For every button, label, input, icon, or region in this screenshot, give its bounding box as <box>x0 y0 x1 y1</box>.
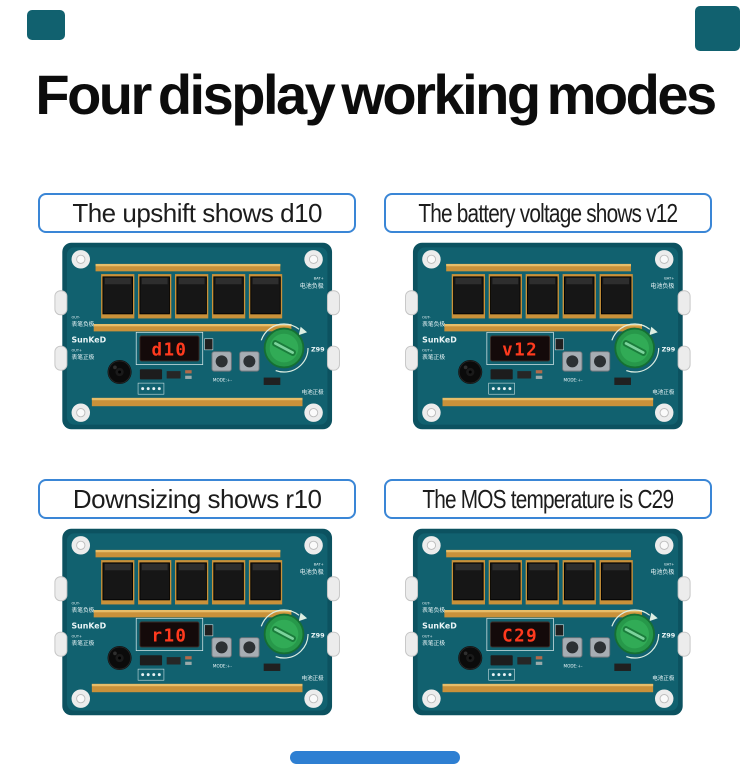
led-display-value: C29 <box>503 626 539 646</box>
page-title: Four display working modes <box>35 63 717 126</box>
pcb-photo-battery-voltage: v12 <box>404 241 692 431</box>
panel-upshift: The upshift shows d10 d10 <box>38 193 357 433</box>
decor-chip-left <box>27 10 65 40</box>
panel-label-text: The battery voltage shows v12 <box>418 197 679 228</box>
panel-label-battery-voltage: The battery voltage shows v12 <box>384 193 712 233</box>
pcb-photo-downsizing: r10 <box>53 527 341 717</box>
panel-downsizing: Downsizing shows r10 r10 <box>38 479 357 719</box>
panel-battery-voltage: The battery voltage shows v12 v12 <box>384 193 712 433</box>
led-display-value: d10 <box>152 340 188 360</box>
pcb-photo-upshift: d10 <box>53 241 341 431</box>
panel-label-mos-temperature: The MOS temperature is C29 <box>384 479 712 519</box>
led-display-value: v12 <box>503 340 539 360</box>
panels-grid: The upshift shows d10 d10 The battery vo… <box>0 193 750 719</box>
bottom-divider <box>290 751 460 764</box>
panel-label-text: The upshift shows d10 <box>72 197 322 228</box>
pcb-photo-mos-temperature: C29 <box>404 527 692 717</box>
panel-label-upshift: The upshift shows d10 <box>38 193 357 233</box>
panel-label-text: Downsizing shows r10 <box>72 483 322 514</box>
panel-label-text: The MOS temperature is C29 <box>422 483 675 514</box>
led-display-value: r10 <box>152 626 188 646</box>
panel-label-downsizing: Downsizing shows r10 <box>38 479 357 519</box>
panel-mos-temperature: The MOS temperature is C29 C29 <box>384 479 712 719</box>
decor-chip-right <box>695 6 740 51</box>
